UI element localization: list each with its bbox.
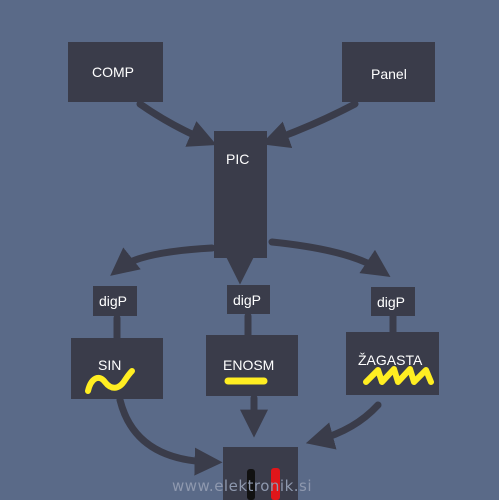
zagasta-node: ŽAGASTA xyxy=(346,332,439,395)
arrow-sin-to-output xyxy=(116,396,223,476)
panel-node: Panel xyxy=(342,42,435,102)
panel-label: Panel xyxy=(371,66,407,82)
output-probes-icon xyxy=(247,468,280,500)
digp-right-label: digP xyxy=(377,294,406,310)
digp-center-node: digP xyxy=(227,285,270,314)
sawtooth-wave-icon xyxy=(363,366,434,385)
sin-label: SIN xyxy=(98,357,122,373)
zagasta-label: ŽAGASTA xyxy=(358,352,423,368)
enosm-node: ENOSM xyxy=(206,335,298,396)
arrow-comp-to-pic xyxy=(136,100,217,147)
watermark-text: www.elektronik.si xyxy=(172,477,313,495)
arrow-pic-to-right-digp xyxy=(268,238,391,277)
dc-line-icon xyxy=(224,377,268,385)
comp-node: COMP xyxy=(68,42,163,102)
digp-left-node: digP xyxy=(93,286,137,316)
sine-wave-icon xyxy=(85,368,135,394)
comp-label: COMP xyxy=(92,64,134,80)
enosm-label: ENOSM xyxy=(223,357,275,373)
sin-node: SIN xyxy=(71,338,163,399)
digp-center-label: digP xyxy=(233,292,262,308)
arrow-panel-to-pic xyxy=(261,100,359,149)
pic-node: PIC xyxy=(214,131,267,258)
digp-left-label: digP xyxy=(99,293,128,309)
digp-right-node: digP xyxy=(371,287,415,316)
arrow-pic-to-left-digp xyxy=(110,244,216,276)
pic-label: PIC xyxy=(226,151,250,167)
arrow-zagasta-to-output xyxy=(305,401,382,450)
output-node xyxy=(223,447,298,500)
